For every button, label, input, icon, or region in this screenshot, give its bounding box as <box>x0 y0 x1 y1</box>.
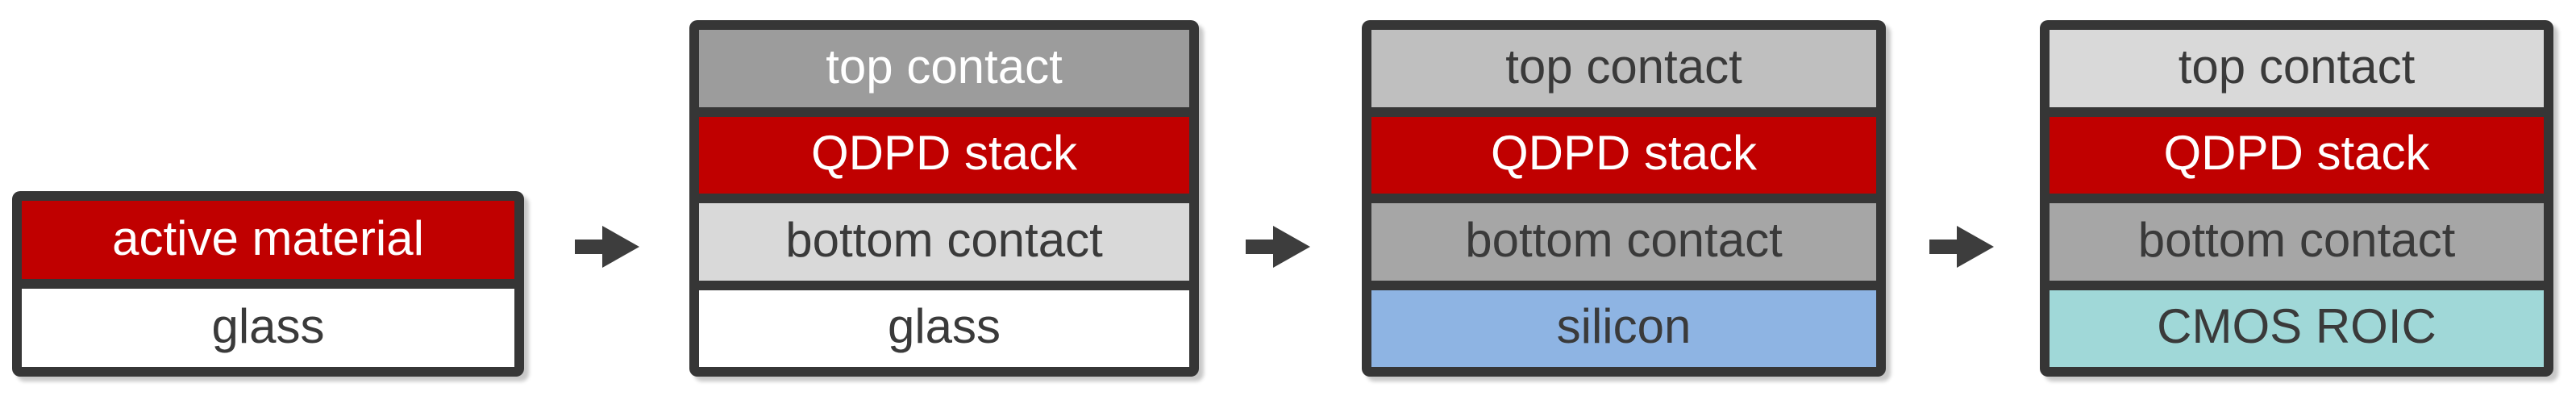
stack-panel-glass-reference: active material glass <box>12 191 524 377</box>
layer-label: QDPD stack <box>810 126 1078 181</box>
layer-active-material: active material <box>22 201 514 279</box>
layer-glass: glass <box>22 289 514 367</box>
layer-label: top contact <box>826 39 1063 94</box>
layer-label: active material <box>112 210 424 265</box>
layer-bottom-contact: bottom contact <box>2050 203 2544 281</box>
layer-label: QDPD stack <box>1490 126 1758 181</box>
layer-top-contact: top contact <box>699 30 1189 107</box>
layer-cmos-roic: CMOS ROIC <box>2050 290 2544 367</box>
layer-qdpd-stack: QDPD stack <box>2050 116 2544 194</box>
layer-label: CMOS ROIC <box>2157 299 2437 354</box>
right-arrow-icon <box>1929 226 1994 268</box>
layer-label: glass <box>211 298 325 353</box>
layer-glass: glass <box>699 290 1189 367</box>
layer-bottom-contact: bottom contact <box>1371 203 1876 281</box>
layer-bottom-contact: bottom contact <box>699 203 1189 281</box>
layer-label: bottom contact <box>1465 212 1783 267</box>
layer-silicon: silicon <box>1371 290 1876 367</box>
stack-panel-qdpd-on-silicon: top contact QDPD stack bottom contact si… <box>1362 20 1886 377</box>
layer-label: top contact <box>2178 39 2416 94</box>
layer-qdpd-stack: QDPD stack <box>1371 116 1876 194</box>
layer-top-contact: top contact <box>1371 30 1876 107</box>
right-arrow-icon <box>575 226 639 268</box>
layer-label: QDPD stack <box>2163 126 2430 181</box>
layer-top-contact: top contact <box>2050 30 2544 107</box>
right-arrow-icon <box>1246 226 1310 268</box>
layer-label: silicon <box>1556 299 1692 354</box>
layer-label: bottom contact <box>785 212 1103 267</box>
layer-label: top contact <box>1505 39 1742 94</box>
stack-panel-qdpd-on-glass: top contact QDPD stack bottom contact gl… <box>689 20 1199 377</box>
layer-label: bottom contact <box>2137 212 2456 267</box>
layer-label: glass <box>887 299 1001 354</box>
stack-panel-qdpd-on-cmos-roic: top contact QDPD stack bottom contact CM… <box>2040 20 2553 377</box>
layer-qdpd-stack: QDPD stack <box>699 116 1189 194</box>
